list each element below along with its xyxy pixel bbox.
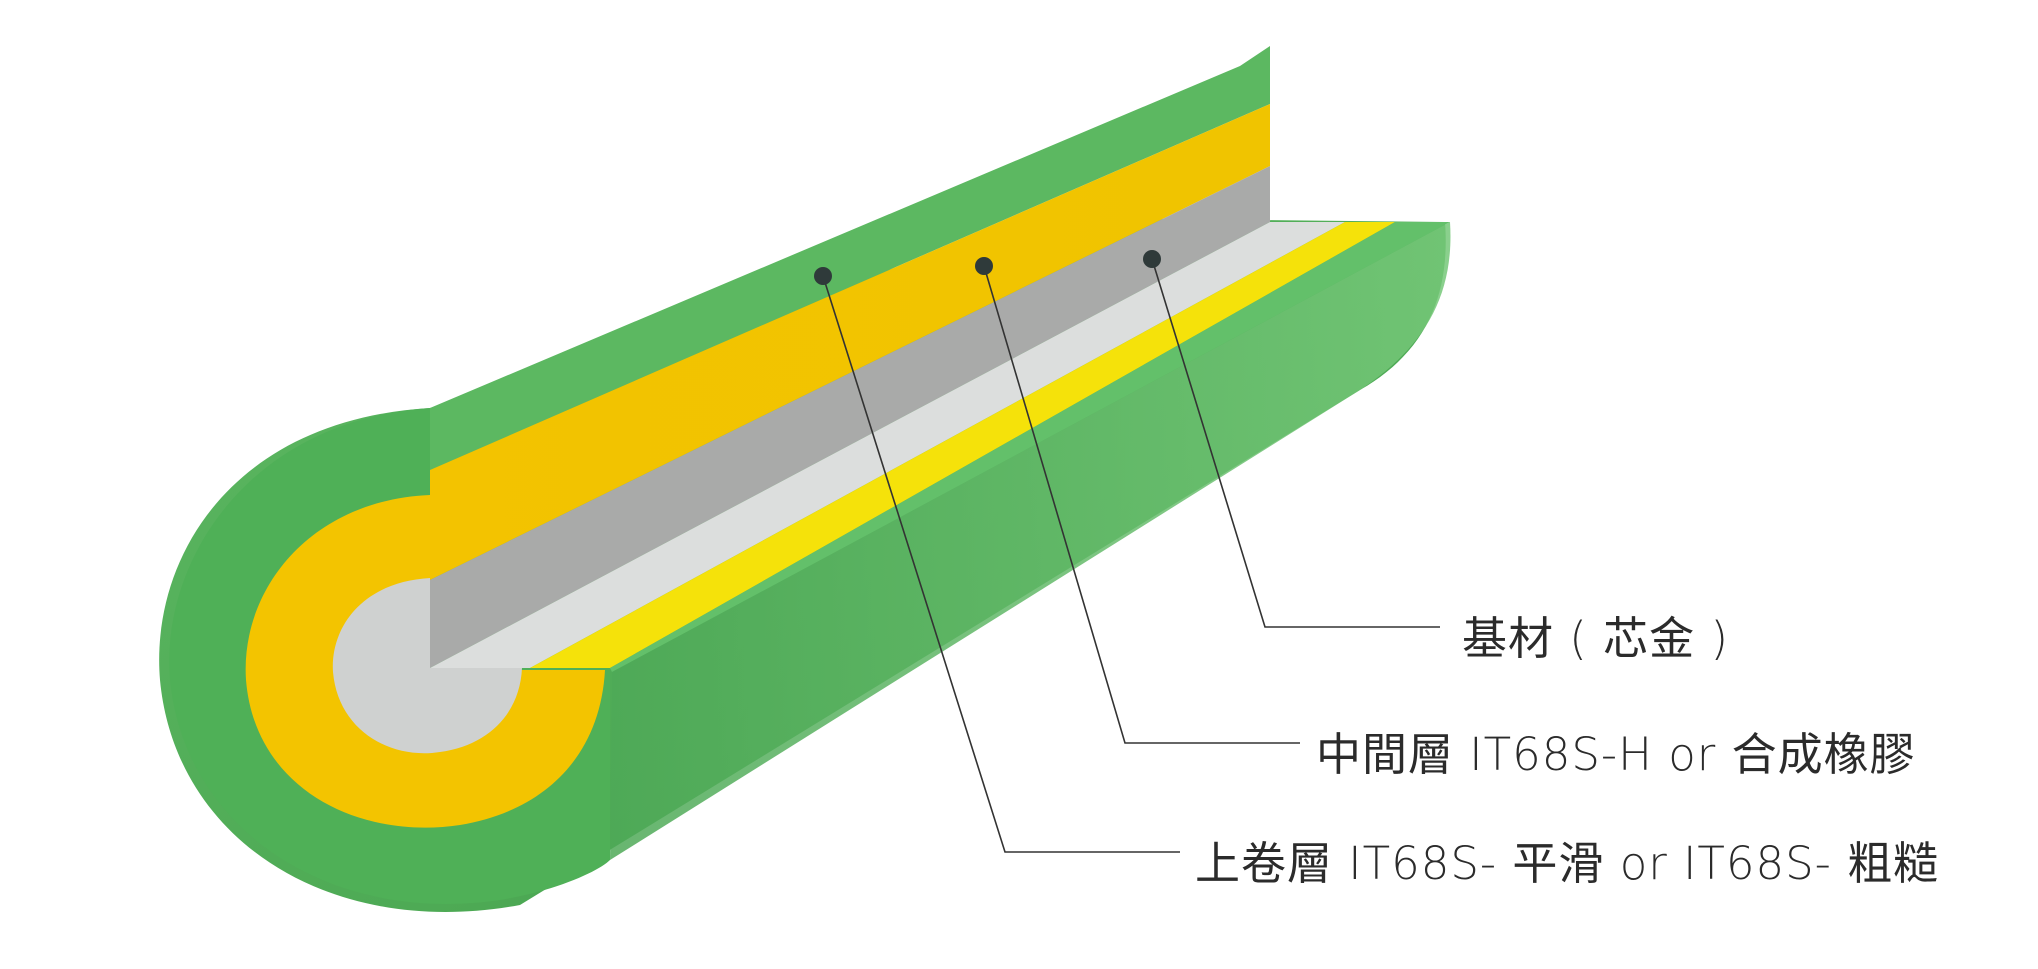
marker-core [1143, 250, 1161, 268]
label-middle-layer: 中間層 IT68S-H or 合成橡膠 [1316, 728, 1916, 781]
cut-surface-core [430, 222, 1345, 668]
cut-wall-core [430, 166, 1270, 668]
cut-wall-middle-layer [430, 104, 1270, 580]
roller-outer-right [610, 222, 1451, 860]
leader-line-middle [983, 265, 1300, 744]
front-face-core [332, 578, 522, 754]
cut-surface-outer-layer [610, 222, 1450, 672]
cut-wall-outer-layer [430, 46, 1270, 470]
cut-surface-middle-layer [530, 222, 1395, 668]
marker-middle [975, 257, 993, 275]
label-top-layer: 上卷層 IT68S- 平滑 or IT68S- 粗糙 [1195, 837, 1940, 890]
leader-line-top [822, 275, 1180, 853]
marker-top [814, 267, 832, 285]
label-core-base-material: 基材 ( 芯金 ) [1462, 612, 1730, 665]
leader-line-core [1151, 258, 1440, 628]
